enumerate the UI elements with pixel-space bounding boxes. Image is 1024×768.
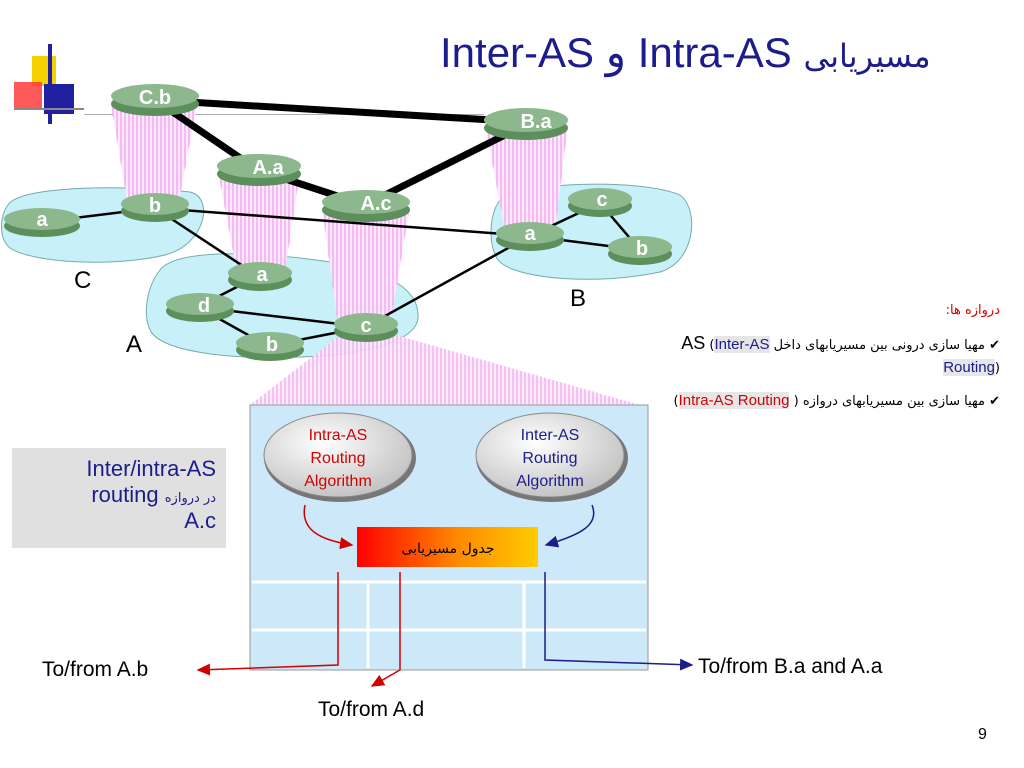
gateway-item-1-text: مهیا سازی درونی بین مسیریابهای داخل xyxy=(773,338,985,353)
inter-as-links xyxy=(153,96,527,209)
intra-algo-line2: Routing xyxy=(310,450,365,467)
arrow-to-ad xyxy=(370,572,401,687)
check-icon: ✔ xyxy=(989,338,1000,353)
router-ac-gateway[interactable]: A.c xyxy=(322,190,410,222)
router-aa-gateway[interactable]: A.a xyxy=(217,154,301,186)
arrow-to-ab xyxy=(196,572,339,676)
router-a-a[interactable]: a xyxy=(228,262,292,291)
router-a-d-label: d xyxy=(198,295,210,317)
intra-algo-line1: Intra-AS xyxy=(309,427,368,444)
arrow-intra-to-table xyxy=(303,504,354,550)
lift-ac xyxy=(322,207,410,325)
router-c-a[interactable]: a xyxy=(4,208,80,237)
router-c-b[interactable]: b xyxy=(121,193,189,222)
caption-to-from-ad: To/from A.d xyxy=(318,698,425,721)
as-label-b: B xyxy=(570,285,586,312)
as-label-a: A xyxy=(126,331,142,358)
router-ac-label: A.c xyxy=(360,193,391,215)
intra-as-algorithm: Intra-AS Routing Algorithm xyxy=(263,412,416,502)
inter-as-algorithm: Inter-AS Routing Algorithm xyxy=(475,412,628,502)
routing-table-label: جدول مسیریابی xyxy=(401,541,494,557)
inter-algo-line2: Routing xyxy=(522,450,577,467)
router-b-b[interactable]: b xyxy=(608,236,672,265)
title-underline xyxy=(84,114,484,115)
legend-line2-latin: routing xyxy=(91,482,159,507)
router-ba[interactable]: B.a xyxy=(484,108,568,140)
router-aa-label: A.a xyxy=(252,157,284,179)
router-a-c-label: c xyxy=(360,315,371,337)
page-number: 9 xyxy=(978,726,987,743)
legend-line2-farsi: در دروازه xyxy=(164,491,216,506)
lift-ba xyxy=(485,125,568,230)
lift-expansion xyxy=(250,335,640,405)
router-a-d[interactable]: d xyxy=(166,293,234,322)
inter-algo-line3: Algorithm xyxy=(516,473,584,490)
routing-table-grid xyxy=(252,580,646,668)
gateway-item-2-text: مهیا سازی بین مسیریابهای دروازه xyxy=(802,394,985,409)
router-ba-label: B.a xyxy=(520,111,552,133)
check-icon: ✔ xyxy=(989,394,1000,409)
router-b-c-label: c xyxy=(596,189,607,211)
as-label-c: C xyxy=(74,267,91,294)
gateway-heading: دروازه ها: xyxy=(945,303,1000,318)
router-cb[interactable]: C.b xyxy=(111,84,199,116)
arrow-inter-to-table xyxy=(544,504,595,548)
router-c-b-label: b xyxy=(149,195,161,217)
legend-line3: A.c xyxy=(184,508,216,533)
router-c-a-label: a xyxy=(36,209,48,231)
arrow-to-ba-aa xyxy=(544,572,694,671)
corner-decoration xyxy=(14,44,84,124)
router-a-a-label: a xyxy=(256,264,268,286)
router-b-a-label: a xyxy=(524,223,536,245)
title-farsi: مسیریابی xyxy=(803,37,931,75)
legend-box: Inter/intra-AS routing در دروازه A.c xyxy=(12,448,226,548)
caption-to-from-ba-aa: To/from B.a and A.a xyxy=(698,655,883,678)
routing-table-bar xyxy=(357,527,538,567)
lift-aa xyxy=(218,172,300,272)
gateway-notes: دروازه ها: ✔ مهیا سازی درونی بین مسیریاب… xyxy=(660,300,1000,423)
router-b-b-label: b xyxy=(636,238,648,260)
gateway-item-1-as: AS xyxy=(681,333,706,353)
caption-to-from-ab: To/from A.b xyxy=(42,658,149,681)
legend-line2: routing در دروازه xyxy=(12,482,226,508)
router-b-c[interactable]: c xyxy=(568,188,632,217)
title-latin: Inter-AS و Intra-AS xyxy=(440,29,792,76)
router-a-b-label: b xyxy=(266,334,278,356)
slide-title: Inter-AS و Intra-AS مسیریابی xyxy=(440,28,980,77)
gateway-item-1: ✔ مهیا سازی درونی بین مسیریابهای داخل AS… xyxy=(681,333,1000,376)
gateway-item-2: ✔ مهیا سازی بین مسیریابهای دروازه ( Intr… xyxy=(673,392,1000,409)
lift-cb xyxy=(110,100,198,205)
router-b-a[interactable]: a xyxy=(496,222,564,251)
intra-algo-line3: Algorithm xyxy=(304,473,372,490)
gateway-item-2-paren: Intra-AS Routing xyxy=(678,392,790,409)
legend-line1: Inter/intra-AS xyxy=(86,456,216,481)
router-a-c[interactable]: c xyxy=(334,313,398,342)
router-a-b[interactable]: b xyxy=(236,332,304,361)
inter-algo-line1: Inter-AS xyxy=(521,427,580,444)
router-cb-label: C.b xyxy=(139,87,171,109)
